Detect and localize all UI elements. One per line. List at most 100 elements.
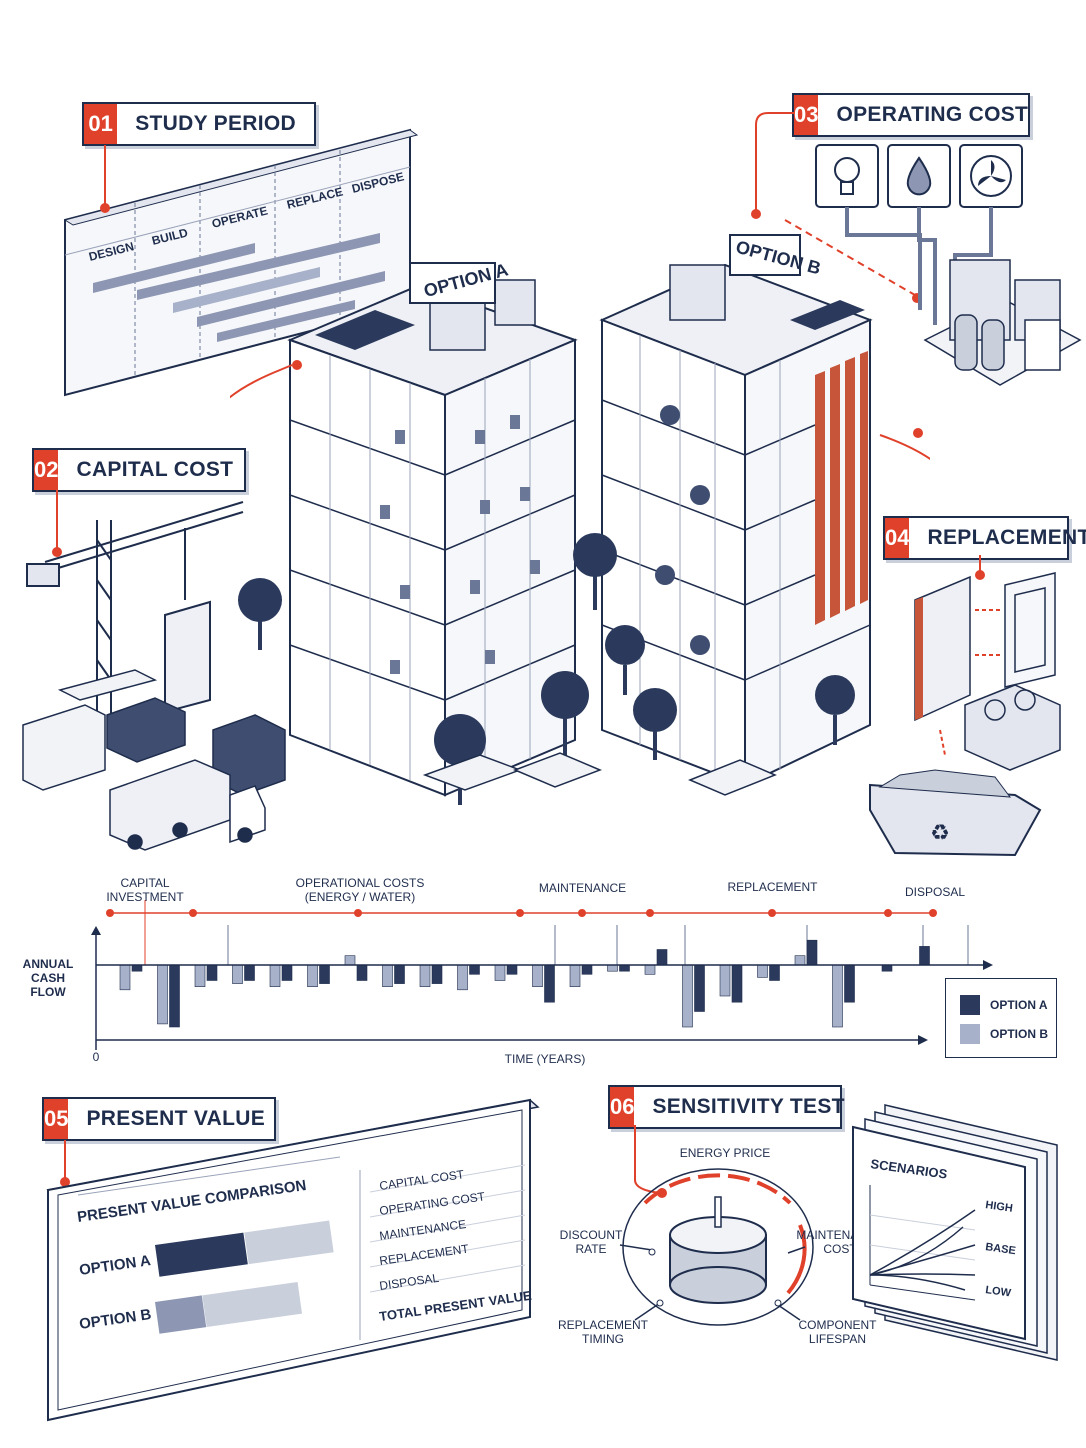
scenario-base: BASE [985,1241,1017,1257]
callout-study-period: 01 STUDY PERIOD [82,102,316,146]
cashflow-bar-option-b [494,964,506,981]
cashflow-bar-option-a [244,964,255,981]
fan-icon [959,144,1023,208]
cashflow-bar-option-a [694,964,705,1012]
origin-label: 0 [92,1050,100,1064]
cashflow-legend: OPTION A OPTION B [945,978,1057,1058]
event-marker-dot [106,909,114,917]
water-drop-icon [887,144,951,208]
callout-replacement: 04 REPLACEMENT [883,516,1086,560]
cashflow-bar-option-a [619,964,630,972]
callout-title: OPERATING COST [836,103,1029,126]
cashflow-bar-option-a [806,939,818,966]
cashflow-bar-option-a [656,949,668,966]
callout-title: CAPITAL COST [76,458,234,481]
cashflow-bar-option-b [307,964,318,988]
cashflow-bar-option-b [344,955,356,966]
callout-number: 04 [885,518,910,558]
event-marker-dot [884,909,892,917]
cashflow-bar-option-a [169,964,180,1028]
material-stacks-icon [22,669,286,796]
cashflow-bar-option-b [232,964,243,984]
cashflow-bar-option-a [394,964,405,984]
event-marker-dot [646,909,654,917]
scenario-high: HIGH [985,1199,1014,1215]
event-marker-dot [354,909,362,917]
discount-rate-label: DISCOUNT RATE [559,1228,623,1256]
event-marker-dot [929,909,937,917]
cashflow-bar-option-b [157,964,168,1025]
callout-title: SENSITIVITY TEST [652,1095,845,1118]
callout-number: 01 [84,104,118,144]
cashflow-bar-option-b [532,964,543,988]
legend-label-option-b: OPTION B [990,1027,1049,1041]
cashflow-bar-option-a [769,964,780,981]
cashflow-bar-option-a [581,964,593,975]
plants [655,405,710,655]
solar-panels-icon [315,310,415,350]
event-operational-costs-sub: (ENERGY / WATER) [304,890,416,904]
operating-cost-utilities [751,112,1082,386]
cashflow-bar-option-b [719,964,731,997]
callout-title: PRESENT VALUE [86,1107,266,1130]
present-value-panel: PRESENT VALUE COMPARISON OPTION A OPTION… [46,1098,540,1422]
cashflow-chart [91,900,993,1050]
cashflow-bars [119,939,930,1028]
cashflow-bar-option-b [382,964,393,988]
callout-capital-cost: 02 CAPITAL COST [32,448,246,492]
callout-sensitivity-test: 06 SENSITIVITY TEST [608,1085,844,1129]
cashflow-bar-option-a [131,964,143,972]
pv-bar-option-a-primary [155,1232,248,1277]
cashflow-bar-option-a [844,964,855,1003]
x-axis-label: TIME (YEARS) [504,1052,586,1066]
building-option-a: OPTION A [287,259,578,797]
mechanical-plant-equipment [923,259,1082,386]
tree-icons [238,533,855,805]
event-marker-dot [516,909,524,917]
cashflow-bar-option-a [506,964,518,975]
dial-knob-icon [669,1196,767,1304]
event-operational-costs: OPERATIONAL COSTS [295,876,425,890]
scenarios-panel: SCENARIOS HIGH BASE LOW [852,1104,1058,1361]
replacement-components: ♻ [869,555,1061,857]
cashflow-bar-option-b [194,964,206,988]
event-capital-investment: CAPITAL INVESTMENT [106,876,184,904]
cashflow-bar-option-b [269,964,281,988]
callout-number: 05 [44,1099,69,1139]
cashflow-bar-option-a [431,964,443,984]
legend-swatch-option-b [960,1024,980,1044]
legend-swatch-option-a [960,995,980,1015]
callout-number: 02 [34,450,59,490]
energy-price-label: ENERGY PRICE [679,1146,771,1160]
callout-title: REPLACEMENT [927,526,1086,549]
cashflow-bar-option-b [569,964,581,988]
pv-bar-option-a-secondary [244,1220,334,1265]
pv-bar-option-b-secondary [202,1281,303,1328]
recycling-skip-icon: ♻ [869,769,1042,857]
y-axis-label: ANNUAL CASH FLOW [22,957,74,999]
replacement-timing-label: REPLACEMENT TIMING [557,1318,649,1346]
cashflow-bar-option-b [757,964,768,978]
cashflow-bar-option-b [119,964,131,991]
window-frame-icon [1004,572,1056,688]
callout-number: 03 [794,95,819,135]
cashflow-bar-option-a [206,964,218,981]
cashflow-bar-option-a [544,964,555,1003]
event-replacement: REPLACEMENT [727,880,818,894]
concrete-panel-icon [164,600,211,714]
lightbulb-icon [815,144,879,208]
event-disposal: DISPOSAL [904,885,966,899]
cashflow-bar-option-b [607,964,618,972]
cashflow-bar-option-a [281,964,293,981]
study-period-gantt-bars [93,233,385,342]
timber-fins [815,351,868,625]
component-lifespan-label: COMPONENT LIFESPAN [798,1318,877,1346]
cashflow-bar-option-a [731,964,743,1003]
cashflow-bar-option-a [356,964,368,981]
cashflow-bar-option-b [419,964,431,988]
callout-operating-cost: 03 OPERATING COST [792,93,1030,137]
cashflow-bar-option-b [794,955,806,966]
hvac-unit-icon [964,684,1061,771]
event-marker-dot [768,909,776,917]
callout-present-value: 05 PRESENT VALUE [42,1097,276,1141]
